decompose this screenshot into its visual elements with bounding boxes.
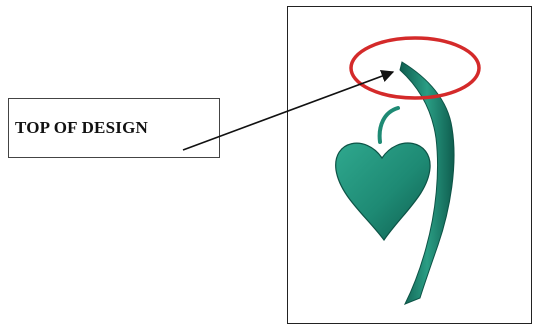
design-frame	[287, 6, 532, 324]
callout-label-box: TOP OF DESIGN	[8, 98, 220, 158]
callout-label-text: TOP OF DESIGN	[15, 118, 148, 138]
